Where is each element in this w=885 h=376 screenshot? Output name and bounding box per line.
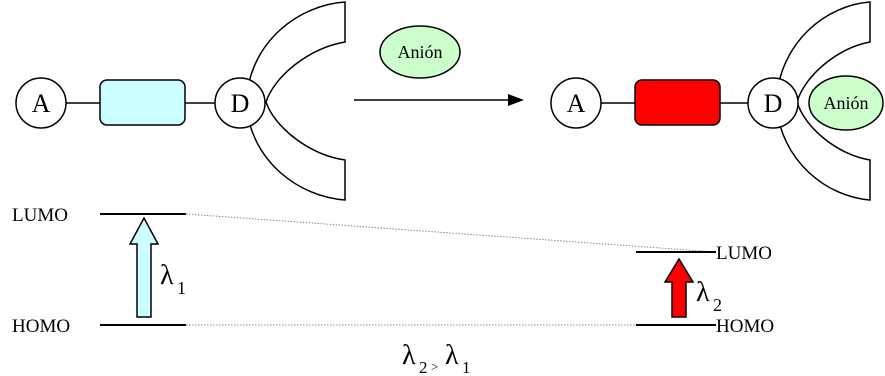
left-excitation-arrow-icon — [128, 216, 160, 318]
bound-anion-ellipse — [808, 75, 884, 131]
right-donor-label: D — [764, 89, 783, 118]
left-donor-circle — [214, 77, 266, 129]
energy-diagram: LUMO HOMO λ 1 LUMO HOMO λ 2 λ 2 > λ 1 — [12, 205, 774, 376]
lambda2-symbol: λ — [696, 277, 710, 308]
left-lumo-label: LUMO — [12, 205, 68, 226]
right-excitation-arrow-icon — [663, 257, 695, 318]
relation-sub-a: 2 — [419, 358, 428, 376]
anion-ellipse — [379, 25, 461, 79]
reaction-arrow-group: Anión — [354, 25, 524, 106]
right-lumo-label: LUMO — [716, 243, 772, 264]
right-acceptor-label: A — [567, 89, 586, 118]
lambda2-subscript: 2 — [713, 295, 722, 315]
lambda1-symbol: λ — [160, 260, 174, 291]
right-acceptor-circle — [550, 77, 602, 129]
left-receptor-cup — [245, 1, 346, 201]
right-donor-circle — [747, 77, 799, 129]
bound-anion-label: Anión — [824, 93, 869, 113]
left-spacer-box — [99, 79, 186, 126]
left-acceptor-label: A — [32, 89, 51, 118]
right-homo-label: HOMO — [716, 316, 774, 337]
relation-lambda-a: λ — [402, 340, 416, 371]
lumo-connector — [185, 213, 717, 253]
left-acceptor-circle — [15, 77, 67, 129]
reaction-arrowhead-icon — [508, 94, 524, 106]
bound-receptor: A D Anión — [550, 1, 884, 201]
free-receptor: A D — [15, 1, 346, 201]
relation-sub-b: 1 — [462, 358, 471, 376]
relation-greater-than: > — [431, 359, 438, 374]
left-homo-label: HOMO — [12, 316, 70, 337]
relation-lambda-b: λ — [445, 340, 459, 371]
right-spacer-box — [634, 79, 721, 126]
left-donor-label: D — [231, 89, 250, 118]
lambda1-subscript: 1 — [177, 278, 186, 298]
anion-label: Anión — [398, 42, 443, 62]
